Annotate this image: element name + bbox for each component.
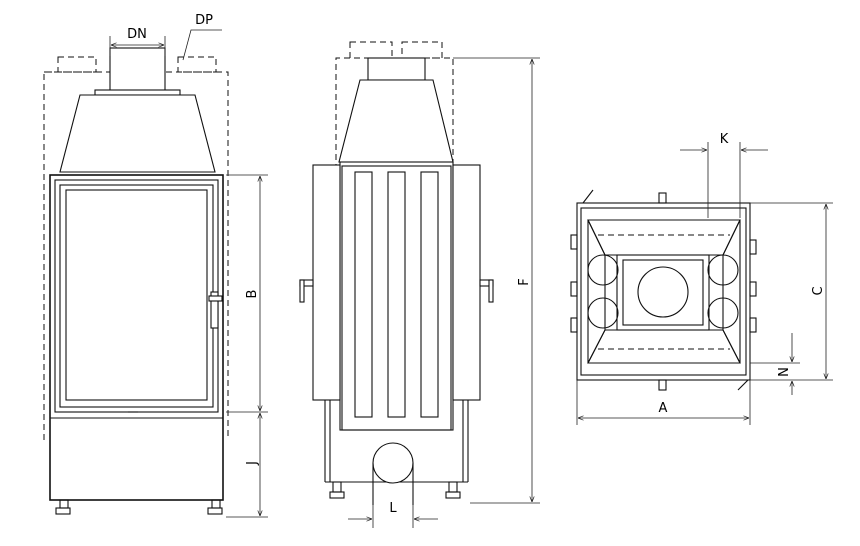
front-feet — [55, 499, 223, 515]
dimension-c: C — [750, 202, 833, 381]
dimension-a: A — [576, 380, 751, 425]
label-c: C — [811, 286, 826, 295]
label-dp: DP — [195, 13, 213, 28]
label-k: K — [720, 132, 729, 147]
side-handles — [299, 279, 494, 303]
side-feet — [329, 481, 461, 499]
dimension-k: K — [680, 132, 768, 218]
label-j: J — [245, 461, 260, 466]
top-firebox — [616, 254, 710, 331]
label-dn: DN — [127, 27, 147, 42]
top-view: K C N A — [570, 132, 833, 425]
top-side-tabs — [570, 189, 757, 391]
label-l: L — [389, 501, 397, 516]
side-hood — [338, 79, 454, 163]
dimension-l: L — [348, 501, 438, 528]
side-air-inlet — [372, 442, 414, 505]
top-frame — [576, 202, 751, 381]
label-f: F — [517, 278, 532, 285]
front-hood — [59, 89, 216, 173]
dimension-j: J — [226, 413, 268, 518]
label-n: N — [777, 367, 792, 377]
dimension-f: F — [453, 57, 540, 504]
dimension-b: B — [226, 174, 268, 413]
dimension-n: N — [750, 333, 800, 395]
label-b: B — [245, 290, 260, 299]
front-door — [49, 174, 224, 501]
side-view: L F — [299, 41, 540, 528]
front-view: DN DP B J — [43, 13, 268, 518]
front-flue-pipe — [109, 47, 166, 93]
dimension-dp: DP — [182, 13, 222, 61]
top-corner-openings — [587, 254, 739, 329]
front-door-handle — [208, 291, 223, 329]
side-flue-pipe — [367, 57, 426, 81]
dimension-dn: DN — [109, 27, 166, 56]
label-a: A — [659, 401, 668, 416]
side-body — [312, 161, 481, 483]
